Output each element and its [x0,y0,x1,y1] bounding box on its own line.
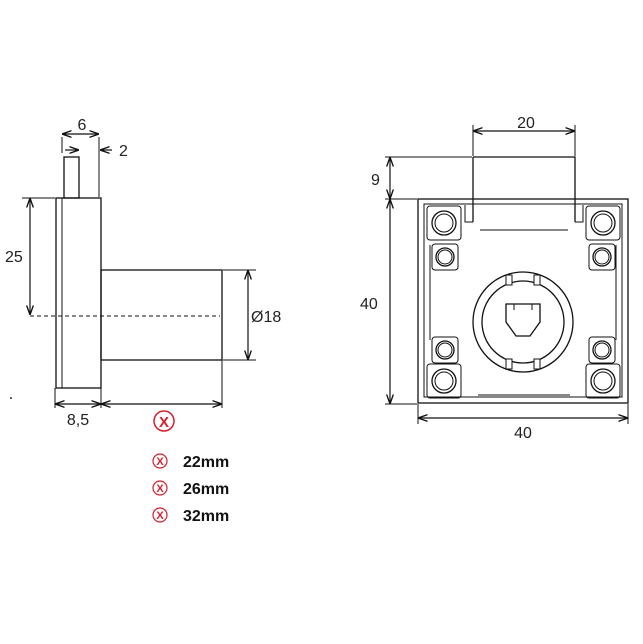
mounting-hole [588,336,616,364]
x-circle-icon [153,410,175,432]
cylinder-body [100,269,223,361]
front-view: 20 9 40 40 [360,115,629,442]
keyhole-icon [505,303,541,337]
x-circle-icon [152,507,168,523]
length-option: X 22mm [152,453,229,471]
dim-shaft-width: 6 [78,117,87,134]
option-label: 22mm [183,454,229,471]
option-label: 26mm [183,481,229,498]
x-circle-icon [152,453,168,469]
dim-plate-thickness: 8,5 [67,412,89,429]
dim-length-marker: X [159,414,169,431]
option-marker: X [156,456,164,468]
dim-body-width: 40 [514,425,532,442]
corner-screw [426,363,462,399]
lock-body-outline [417,198,629,404]
shaft [63,156,80,199]
lock-body-inner-outline [423,203,623,398]
corner-screw [585,363,621,399]
mounting-hole [431,243,459,271]
bolt-tab [472,156,576,222]
x-circle-icon [152,480,168,496]
dim-body-height: 40 [360,296,378,313]
corner-screw [426,205,462,241]
option-marker: X [156,510,164,522]
stray-dot [10,397,12,399]
mounting-hole [431,336,459,364]
length-option: X 26mm [152,480,229,498]
mounting-hole [588,243,616,271]
dim-shaft-offset: 2 [119,143,128,160]
bolt-notch [464,205,584,223]
side-view: 6 2 25 Ø18 8,5 X [5,117,281,432]
corner-screw [585,205,621,241]
option-marker: X [156,483,164,495]
key-cylinder [472,271,574,373]
length-option: X 32mm [152,507,229,525]
length-options: X 22mm X 26mm X 32mm [152,453,229,525]
dim-top-width: 20 [517,115,535,132]
mounting-plate [55,197,102,389]
dim-body-diameter: Ø18 [251,309,281,326]
dim-top-height: 9 [371,172,380,189]
option-label: 32mm [183,508,229,525]
inner-frame [429,229,617,396]
dim-height: 25 [5,249,23,266]
